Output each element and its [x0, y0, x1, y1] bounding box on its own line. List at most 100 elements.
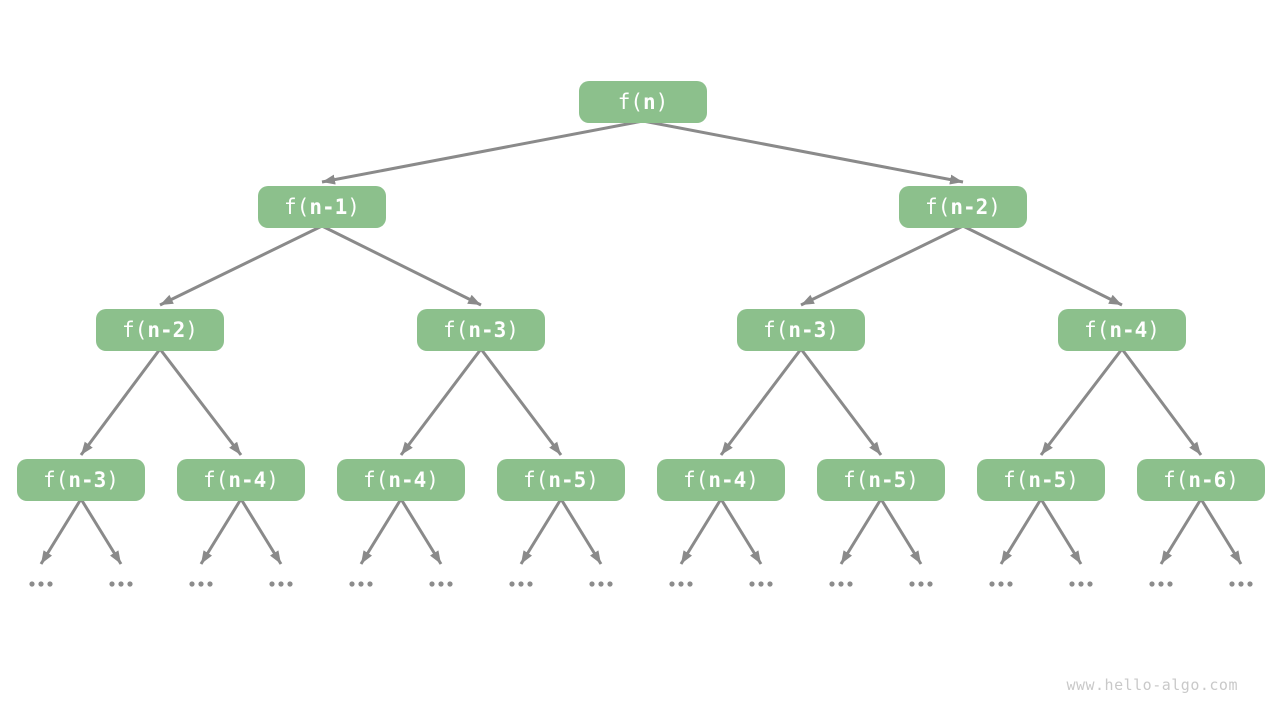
edge-lines: [39, 119, 1243, 565]
edge-arrow: [559, 498, 603, 565]
node-label-part: f(: [843, 467, 869, 492]
tree-node: f(n): [579, 81, 707, 123]
tree-node: f(n-4): [337, 459, 465, 501]
node-label-part: n-3: [68, 467, 107, 492]
edge-arrow: [839, 498, 883, 565]
edge-arrow: [679, 498, 723, 565]
node-label-part: n-3: [788, 317, 827, 342]
node-label-part: f(: [523, 467, 549, 492]
ellipsis-dots: [589, 581, 613, 587]
edge-arrow: [79, 498, 123, 565]
ellipsis-dots: [509, 581, 533, 587]
node-label-part: n-1: [309, 194, 348, 219]
node-label-part: n-4: [1109, 317, 1148, 342]
node-label-part: f(: [363, 467, 389, 492]
tree-node: f(n-4): [1058, 309, 1186, 351]
node-label-part: n-5: [868, 467, 907, 492]
ellipsis-dots: [669, 581, 693, 587]
edge-arrow: [39, 498, 83, 565]
node-label-part: n: [642, 89, 656, 114]
node-label-part: ): [586, 467, 599, 492]
tree-node: f(n-4): [177, 459, 305, 501]
node-label-part: ): [106, 467, 119, 492]
edge-arrow: [79, 348, 162, 456]
edge-arrow: [1159, 498, 1203, 565]
edge-arrow: [159, 224, 323, 307]
node-label-part: ): [988, 194, 1001, 219]
tree-node: f(n-1): [258, 186, 386, 228]
node-label-part: ): [906, 467, 919, 492]
edge-arrow: [359, 498, 403, 565]
node-label-part: f(: [443, 317, 469, 342]
ellipsis-layer: [29, 581, 1253, 587]
edge-arrow: [321, 224, 482, 307]
ellipsis-dots: [189, 581, 213, 587]
node-label-part: ): [266, 467, 279, 492]
edge-arrow: [399, 498, 443, 565]
edge-arrow: [719, 498, 763, 565]
tree-node: f(n-5): [977, 459, 1105, 501]
tree-node: f(n-6): [1137, 459, 1265, 501]
node-label-part: f(: [43, 467, 69, 492]
node-label-part: ): [826, 317, 839, 342]
edge-arrow: [799, 348, 883, 456]
ellipsis-dots: [1069, 581, 1093, 587]
ellipsis-dots: [1229, 581, 1253, 587]
ellipsis-dots: [109, 581, 133, 587]
edge-arrow: [1039, 498, 1083, 565]
node-label-part: n-5: [1028, 467, 1067, 492]
node-label-part: f(: [763, 317, 789, 342]
edge-arrow: [1199, 498, 1243, 565]
node-label-part: n-4: [388, 467, 427, 492]
edge-arrow: [519, 498, 563, 565]
node-label-part: f(: [122, 317, 148, 342]
node-label-part: ): [347, 194, 360, 219]
node-label-part: ): [506, 317, 519, 342]
tree-node: f(n-5): [497, 459, 625, 501]
tree-node: f(n-3): [737, 309, 865, 351]
node-label-part: f(: [1084, 317, 1110, 342]
node-label-part: n-2: [147, 317, 186, 342]
node-label-part: f(: [284, 194, 310, 219]
edge-arrow: [321, 119, 644, 185]
edge-arrow: [999, 498, 1043, 565]
ellipsis-dots: [269, 581, 293, 587]
node-label-part: n-3: [468, 317, 507, 342]
ellipsis-dots: [989, 581, 1013, 587]
node-label-part: ): [426, 467, 439, 492]
tree-node: f(n-2): [96, 309, 224, 351]
ellipsis-dots: [749, 581, 773, 587]
node-label-part: f(: [925, 194, 951, 219]
node-label-part: ): [1226, 467, 1239, 492]
node-label-part: f(: [683, 467, 709, 492]
ellipsis-dots: [29, 581, 53, 587]
ellipsis-dots: [909, 581, 933, 587]
edge-arrow: [1039, 348, 1124, 456]
edge-arrow: [239, 498, 283, 565]
edge-arrow: [962, 224, 1123, 307]
ellipsis-dots: [1149, 581, 1173, 587]
edge-arrow: [642, 119, 964, 185]
ellipsis-dots: [429, 581, 453, 587]
node-label-part: ): [746, 467, 759, 492]
edge-arrow: [1120, 348, 1203, 456]
edge-arrow: [199, 498, 243, 565]
node-label-part: f(: [617, 89, 643, 114]
node-label-part: n-2: [950, 194, 989, 219]
watermark: www.hello-algo.com: [1066, 676, 1238, 694]
edge-arrow: [158, 348, 243, 456]
edge-arrow: [479, 348, 563, 456]
node-label-part: f(: [1163, 467, 1189, 492]
tree-node: f(n-3): [417, 309, 545, 351]
edge-arrow: [800, 224, 964, 307]
node-label-part: ): [185, 317, 198, 342]
edge-arrow: [399, 348, 483, 456]
node-label-part: f(: [1003, 467, 1029, 492]
tree-node: f(n-2): [899, 186, 1027, 228]
node-label-part: n-5: [548, 467, 587, 492]
node-label-part: ): [1066, 467, 1079, 492]
node-label-part: n-4: [708, 467, 747, 492]
edge-arrow: [879, 498, 923, 565]
